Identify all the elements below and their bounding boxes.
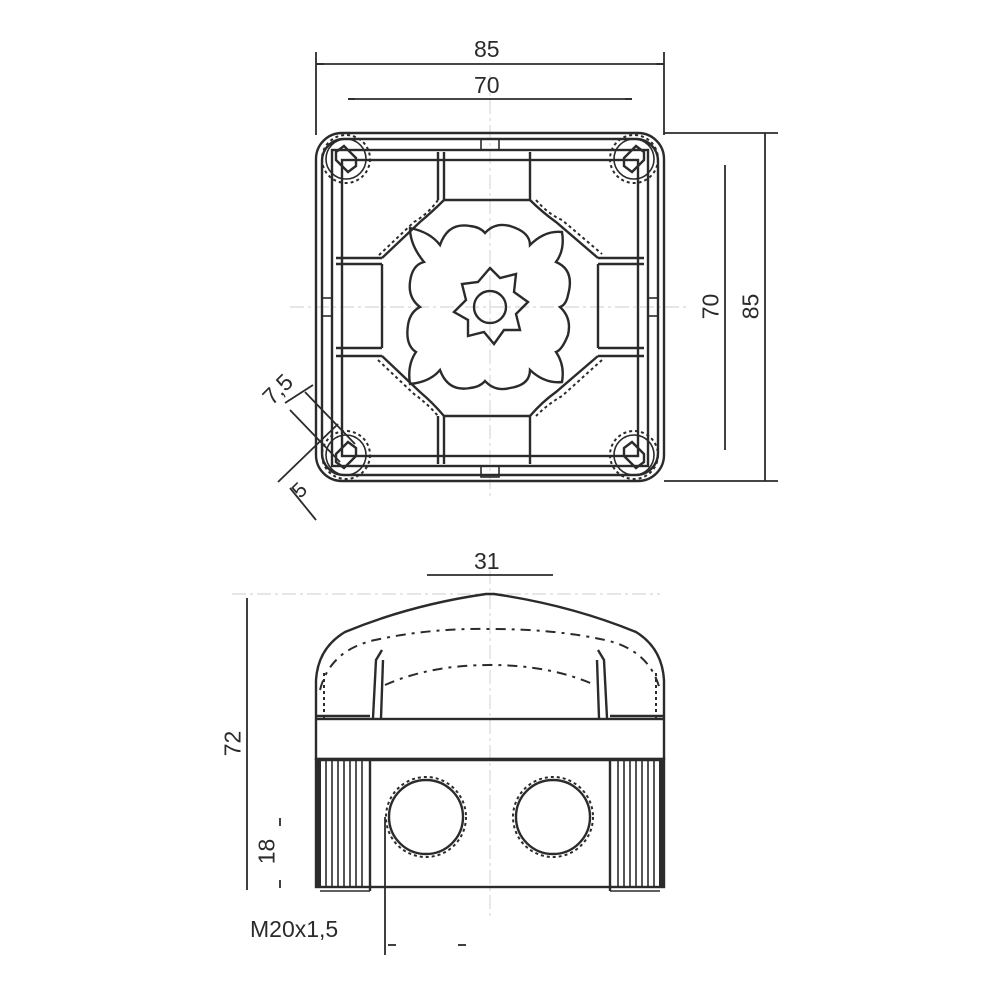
cable-entry-left xyxy=(385,776,467,858)
dim-label-total-height: 72 xyxy=(219,730,246,757)
top-view xyxy=(277,52,778,521)
thread-label: M20x1,5 xyxy=(250,916,339,942)
dim-label-inner-width: 70 xyxy=(474,72,500,98)
dim-label-inner-height: 70 xyxy=(697,293,724,320)
dim-label-entry-height: 18 xyxy=(253,838,280,865)
ribs-right xyxy=(608,760,664,892)
ribs-left xyxy=(316,760,372,892)
cable-entry-right xyxy=(512,776,594,858)
front-view xyxy=(232,570,666,955)
dim-label-outer-width: 85 xyxy=(474,36,500,62)
dim-label-outer-height: 85 xyxy=(737,293,764,320)
corner-boss-tr xyxy=(609,134,659,184)
corner-boss-tl xyxy=(321,134,371,184)
dim-label-top-width: 31 xyxy=(474,548,500,574)
lid-outline xyxy=(314,592,666,718)
corner-boss-br xyxy=(609,430,659,480)
box-outline-top xyxy=(314,131,666,483)
